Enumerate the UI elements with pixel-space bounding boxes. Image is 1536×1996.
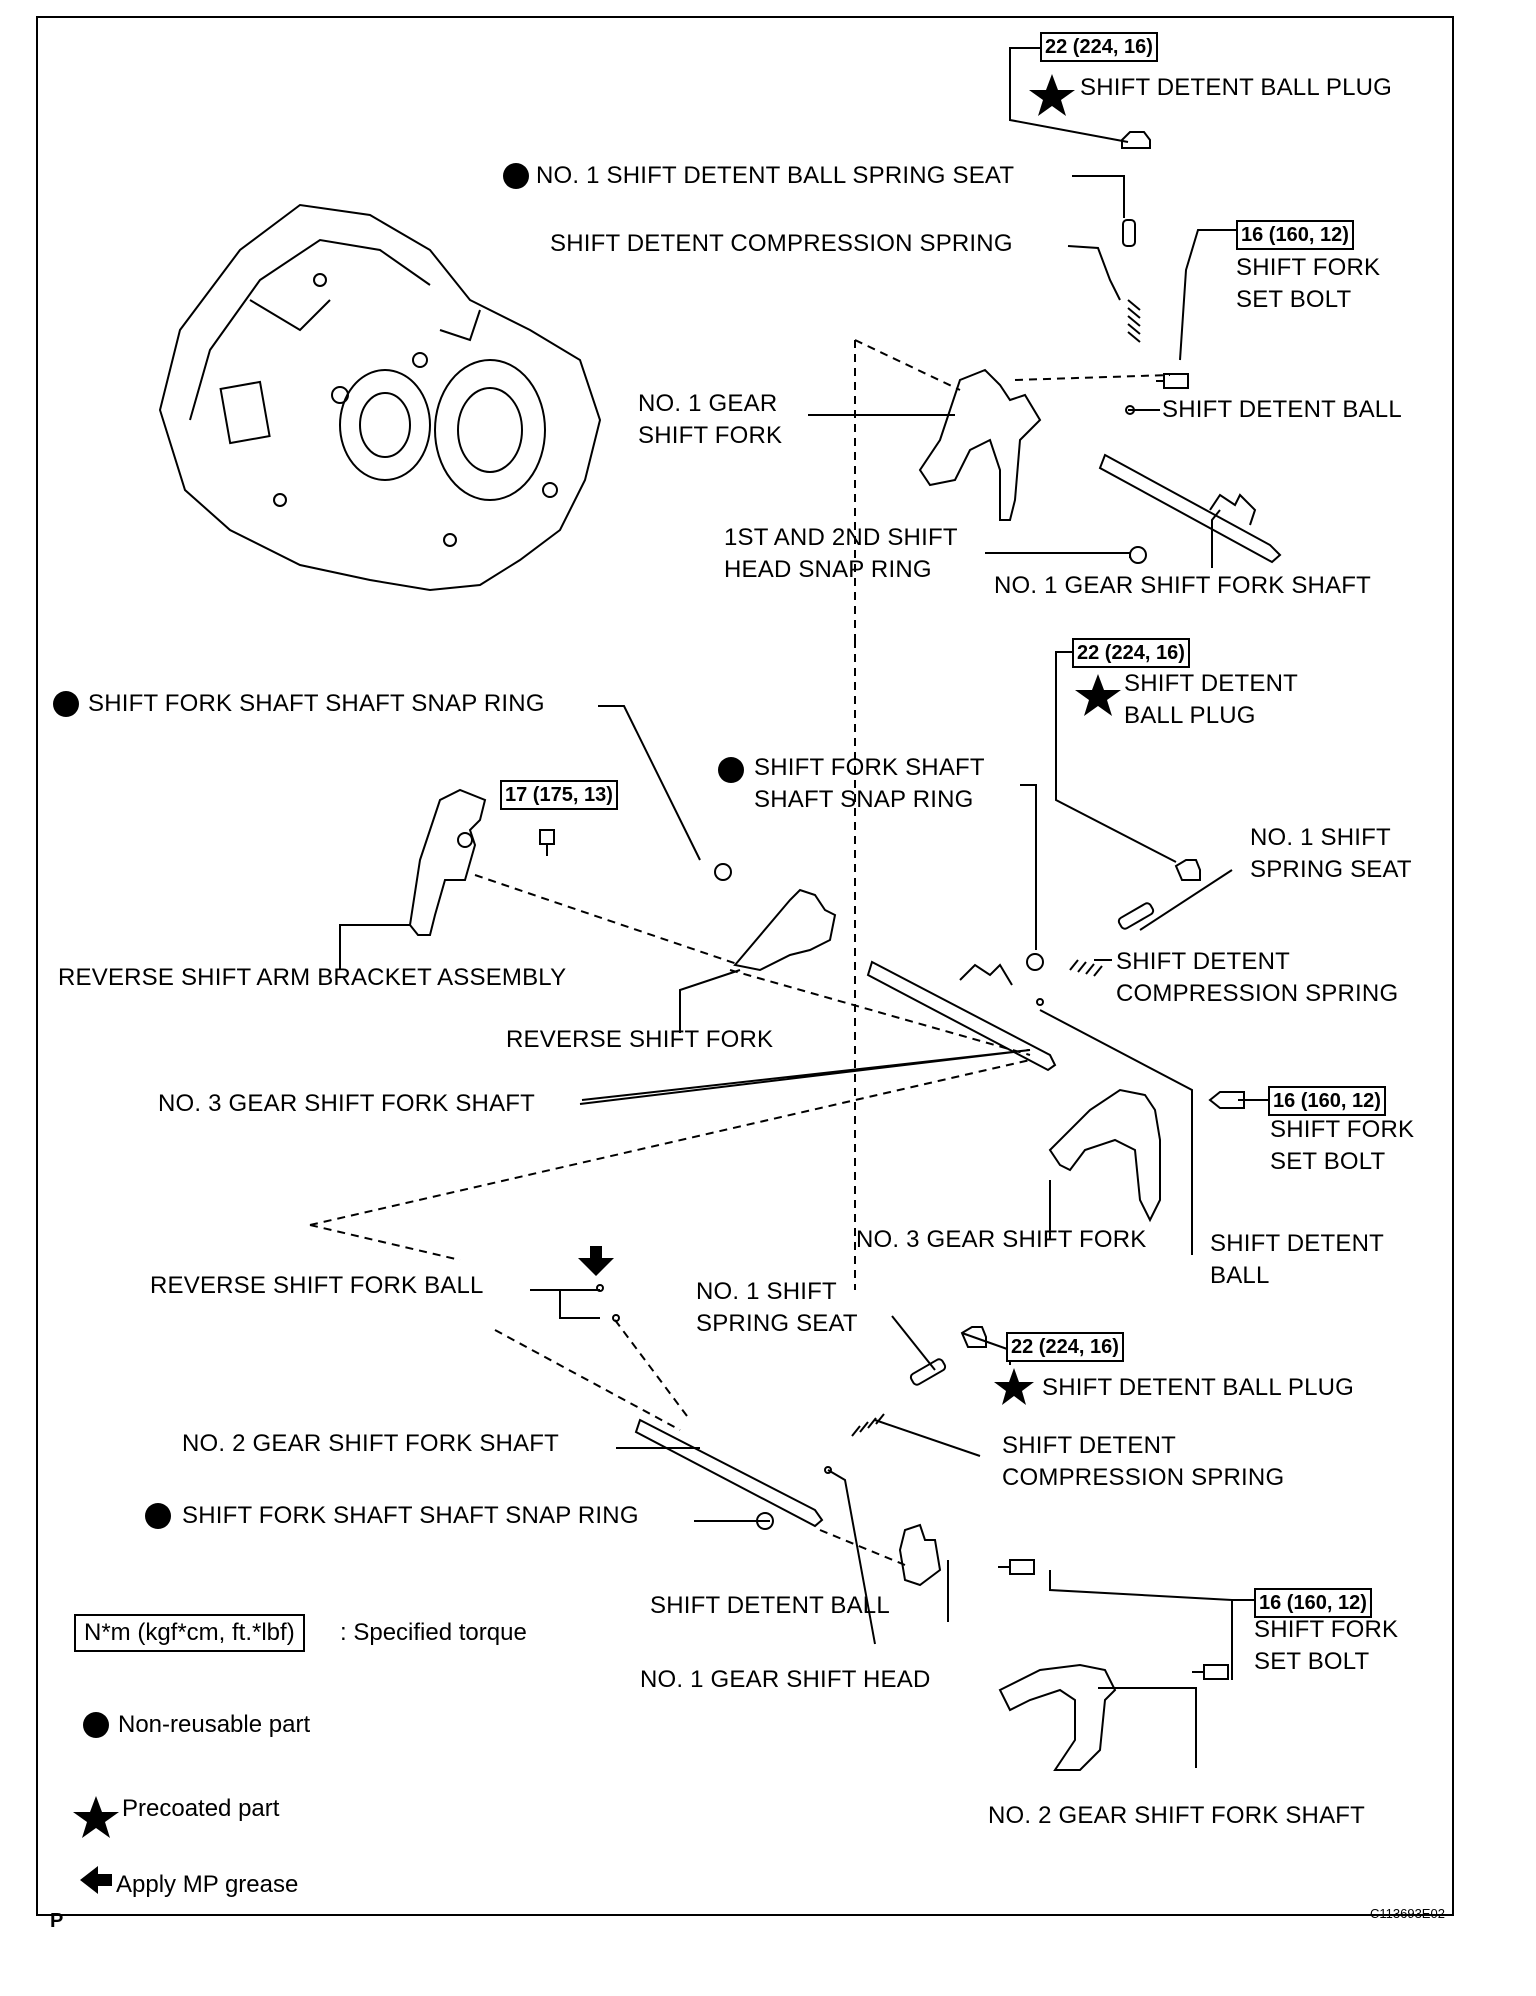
legend-non-reusable: Non-reusable part — [118, 1711, 311, 1738]
figure-id: C113693E02 — [1370, 1906, 1445, 1921]
torque-spec-bracket: 17 (175, 13) — [500, 780, 618, 810]
label-shift-fork-shaft-snap-ring-left: SHIFT FORK SHAFT SHAFT SNAP RING — [88, 690, 545, 717]
label-shift-detent-ball-plug-low: SHIFT DETENT BALL PLUG — [1042, 1374, 1355, 1401]
footer-left-code: P — [50, 1910, 64, 1932]
label-no1-shift-detent-ball-spring-seat: NO. 1 SHIFT DETENT BALL SPRING SEAT — [536, 162, 1015, 189]
label-shift-fork-shaft-snap-ring-low: SHIFT FORK SHAFT SHAFT SNAP RING — [182, 1502, 639, 1529]
legend-precoated: Precoated part — [122, 1795, 280, 1822]
non-reusable-dot-icon — [503, 163, 529, 189]
label-no2-gear-shift-fork-shaft-left: NO. 2 GEAR SHIFT FORK SHAFT — [182, 1430, 560, 1457]
label-reverse-shift-arm-bracket: REVERSE SHIFT ARM BRACKET ASSEMBLY — [58, 964, 567, 991]
label-no1-gear-shift-head: NO. 1 GEAR SHIFT HEAD — [640, 1666, 931, 1693]
torque-spec-plug-low: 22 (224, 16) — [1006, 1332, 1124, 1362]
legend-torque-box: N*m (kgf*cm, ft.*lbf) — [74, 1614, 305, 1652]
label-reverse-shift-fork-ball: REVERSE SHIFT FORK BALL — [150, 1272, 484, 1299]
label-no3-gear-shift-fork-shaft: NO. 3 GEAR SHIFT FORK SHAFT — [158, 1090, 536, 1117]
diagram-frame — [36, 16, 1454, 1916]
label-no2-gear-shift-fork-shaft-bottom: NO. 2 GEAR SHIFT FORK SHAFT — [988, 1802, 1366, 1829]
legend-torque-text: : Specified torque — [340, 1619, 527, 1646]
torque-spec-plug-mid: 22 (224, 16) — [1072, 638, 1190, 668]
label-shift-detent-ball-plug-top: SHIFT DETENT BALL PLUG — [1080, 74, 1393, 101]
label-shift-detent-compression-spring-top: SHIFT DETENT COMPRESSION SPRING — [550, 230, 1013, 257]
torque-spec-bolt-top: 16 (160, 12) — [1236, 220, 1354, 250]
torque-spec-bolt-low: 16 (160, 12) — [1254, 1588, 1372, 1618]
torque-spec-bolt-mid: 16 (160, 12) — [1268, 1086, 1386, 1116]
label-no3-gear-shift-fork: NO. 3 GEAR SHIFT FORK — [856, 1226, 1147, 1253]
label-shift-detent-ball-top: SHIFT DETENT BALL — [1162, 396, 1402, 423]
torque-spec-plug-top: 22 (224, 16) — [1040, 32, 1158, 62]
label-no1-gear-shift-fork-shaft: NO. 1 GEAR SHIFT FORK SHAFT — [994, 572, 1372, 599]
label-shift-detent-ball-low: SHIFT DETENT BALL — [650, 1592, 890, 1619]
legend-grease: Apply MP grease — [116, 1871, 299, 1898]
transaxle-case-drawing — [158, 203, 602, 592]
label-reverse-shift-fork: REVERSE SHIFT FORK — [506, 1026, 774, 1053]
